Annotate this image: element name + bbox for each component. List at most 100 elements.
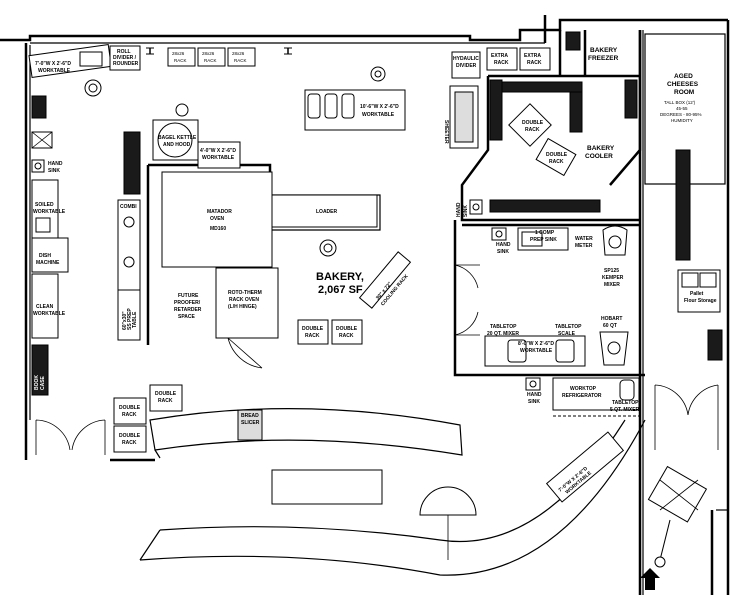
cooling-rack: 30" x 72" COOLING RACK xyxy=(358,251,412,309)
bookcase-label: BOOK xyxy=(34,375,40,390)
tabletop-scale-label: TABLETOP xyxy=(555,324,582,330)
double-rack-bl-3-label: DOUBLE xyxy=(119,433,141,439)
worktable-right-label-2: WORKTABLE xyxy=(520,348,553,354)
tall-box-label-2: 45-55 xyxy=(676,106,688,111)
hobart-mixer: HOBART 60 QT xyxy=(599,316,629,366)
future-proofer-label-2: PROOFER/ xyxy=(174,300,201,306)
prep-sink: 1 COMP PREP SINK xyxy=(517,227,569,251)
dish-machine-label-2: MACHINE xyxy=(36,260,60,266)
clean-worktable-label: CLEAN xyxy=(36,304,54,310)
worktable-counter: 7'-0"W X 2'-6"D WORKTABLE xyxy=(545,431,625,503)
future-proofer-label: FUTURE xyxy=(178,293,199,299)
prep-sink-label-2: PREP SINK xyxy=(530,237,557,243)
hand-sink-mid: HAND SINK xyxy=(491,227,511,255)
room-title: BAKERY, 2,067 SF xyxy=(316,271,364,296)
tall-box-label: TALL BOX (12') xyxy=(664,100,696,105)
lower-right-wall xyxy=(710,509,728,595)
bagel-kettle-label-2: AND HOOD xyxy=(163,142,191,148)
double-rack-cooler-1-label: DOUBLE xyxy=(522,120,544,126)
bakery-freezer-label-2: FREEZER xyxy=(588,55,619,62)
column-markers xyxy=(146,47,292,55)
bakery-freezer-label: BAKERY xyxy=(590,47,618,54)
worktable-right: 8'-0"W X 2'-6"D WORKTABLE TABLETOP 20 QT… xyxy=(484,324,586,367)
roll-divider-label-2: DIVIDER / xyxy=(113,55,137,61)
roll-divider-label-3: ROUNDER xyxy=(113,61,139,67)
hydraulic-divider-label: HYDAULIC xyxy=(453,56,479,62)
tabletop-mixer-label: TABLETOP xyxy=(490,324,517,330)
room-name: BAKERY, xyxy=(316,271,364,283)
tabletop-mixer-label-2: 20 QT. MIXER xyxy=(487,331,519,337)
hobart-label-2: 60 QT xyxy=(603,323,617,329)
worktable-4ft: 4'-0"W X 2'-6"D WORKTABLE xyxy=(197,141,241,169)
kemper-mixer-label-2: KEMPER xyxy=(602,275,624,281)
bookcase-label-2: CASE xyxy=(40,375,46,390)
kemper-mixer: SP125 KEMPER MIXER xyxy=(602,225,628,288)
worktable-top-left-label-2: WORKTABLE xyxy=(38,68,71,74)
worktable-top-left-label: 7'-0"W X 2'-6"D xyxy=(35,61,71,67)
double-rack-bl-2-label: DOUBLE xyxy=(119,405,141,411)
entry-arrow-icon xyxy=(640,568,660,590)
extra-rack-1-label: EXTRA xyxy=(491,53,508,59)
matador-oven-label-2: OVEN xyxy=(210,216,225,222)
double-rack-cooler-1: DOUBLE RACK xyxy=(508,103,552,147)
rack-3b-label: RACK xyxy=(234,58,247,63)
dish-machine-label: DISH xyxy=(39,253,51,259)
dish-machine: DISH MACHINE xyxy=(31,237,69,273)
double-rack-bl-2b-label: RACK xyxy=(122,412,137,418)
future-proofer-label-4: SPACE xyxy=(178,314,196,320)
worktable-4ft-label-2: WORKTABLE xyxy=(202,155,235,161)
door-right xyxy=(654,384,719,450)
double-rack-mid-1b-label: RACK xyxy=(305,333,320,339)
bakery-cooler-label: BAKERY xyxy=(587,145,615,152)
rack-oven-label-3: (L/H HINGE) xyxy=(228,304,257,310)
extra-rack-1b-label: RACK xyxy=(494,60,509,66)
soiled-worktable-label: SOILED xyxy=(35,202,54,208)
soiled-worktable: SOILED WORKTABLE xyxy=(31,179,66,241)
double-rack-cooler-2-label: DOUBLE xyxy=(546,152,568,158)
small-mixer-top xyxy=(370,66,386,82)
aged-cheeses-room: AGED CHEESES ROOM TALL BOX (12') 45-55 D… xyxy=(624,33,726,185)
double-rack-mid-1-label: DOUBLE xyxy=(302,326,324,332)
tall-box-label-3: DEGREES - 80-95% xyxy=(660,112,702,117)
hobart-label: HOBART xyxy=(601,316,622,322)
tall-box-label-4: HUMIDITY xyxy=(671,118,693,123)
hand-sink-mid-label-2: SINK xyxy=(497,249,509,255)
tabletop-5qt-label: TABLETOP xyxy=(612,400,639,406)
bagel-kettle-label: BAGEL KETTLE xyxy=(158,135,197,141)
cooler-shelving xyxy=(489,79,601,213)
sheeter-label: SHEETER xyxy=(443,120,449,144)
double-rack-cooler-1b-label: RACK xyxy=(525,127,540,133)
worktop-refrigerator-label-2: REFRIGERATOR xyxy=(562,393,602,399)
combi-oven: COMBI xyxy=(117,199,141,291)
double-rack-mid-2b-label: RACK xyxy=(339,333,354,339)
clean-worktable-label-2: WORKTABLE xyxy=(33,311,66,317)
pallet-storage-label-2: Flour Storage xyxy=(684,298,717,304)
bagel-kettle: BAGEL KETTLE AND HOOD xyxy=(152,103,199,161)
entry-cart xyxy=(647,465,708,568)
rack-2-label: 28x26 xyxy=(202,51,215,56)
loader-label: LOADER xyxy=(316,209,338,215)
future-proofer-label-3: RETARDER xyxy=(174,307,202,313)
door-left xyxy=(35,419,106,455)
left-shelving xyxy=(31,95,53,149)
prep-table-label-3: TABLE xyxy=(132,311,138,328)
bakery-freezer: BAKERY FREEZER xyxy=(565,31,619,62)
loader: LOADER xyxy=(271,194,378,228)
water-meter-label: WATER xyxy=(575,236,593,242)
mixer-top-left xyxy=(84,79,102,97)
aged-cheeses-label-2: CHEESES xyxy=(667,81,699,88)
hydraulic-divider-label-2: DIVIDER xyxy=(456,63,477,69)
matador-oven: MATADOR OVEN MD160 xyxy=(161,171,273,268)
rack-1b-label: RACK xyxy=(174,58,187,63)
service-counter xyxy=(139,408,646,576)
hand-sink-cooler-label: HAND xyxy=(456,202,462,217)
rack-2b-label: RACK xyxy=(204,58,217,63)
aged-cheeses-label: AGED xyxy=(674,73,693,80)
double-rack-bl-3b-label: RACK xyxy=(122,440,137,446)
hand-sink-left-label-2: SINK xyxy=(48,168,60,174)
worktable-right-label: 8'-0"W X 2'-6"D xyxy=(518,341,554,347)
hand-sink-left: HAND SINK xyxy=(31,159,63,174)
left-column-shelving xyxy=(123,131,141,195)
hand-sink-left-label: HAND xyxy=(48,161,63,167)
bookcase: BOOK CASE xyxy=(31,344,49,396)
